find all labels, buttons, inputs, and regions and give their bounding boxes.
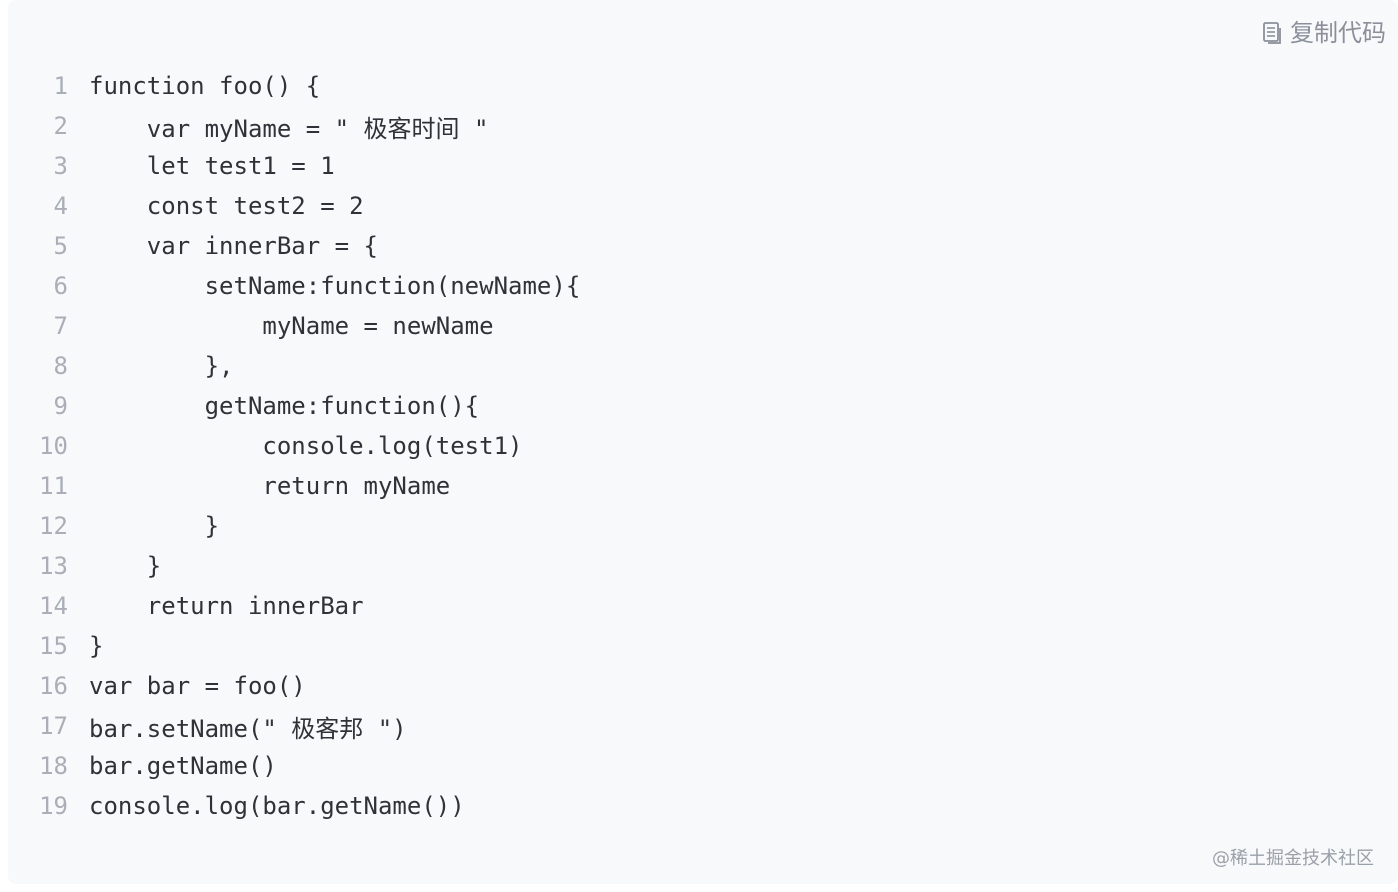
code-line: 2 var myName = " 极客时间 " <box>8 106 1398 146</box>
code-line: 6 setName:function(newName){ <box>8 266 1398 306</box>
line-number: 10 <box>39 432 68 460</box>
code-line: 3 let test1 = 1 <box>8 146 1398 186</box>
line-number: 1 <box>53 72 68 100</box>
code-text: }, <box>89 352 234 380</box>
line-number: 6 <box>53 272 68 300</box>
line-number: 14 <box>39 592 68 620</box>
code-line: 1 function foo() { <box>8 66 1398 106</box>
line-number: 9 <box>53 392 68 420</box>
line-number: 16 <box>39 672 68 700</box>
code-line: 11 return myName <box>8 466 1398 506</box>
code-line: 18 bar.getName() <box>8 746 1398 786</box>
code-text: getName:function(){ <box>89 392 480 420</box>
line-number: 19 <box>39 792 68 820</box>
watermark: @稀土掘金技术社区 <box>1212 848 1374 869</box>
line-number: 15 <box>39 632 68 660</box>
code-text: var innerBar = { <box>89 232 378 260</box>
code-text: var myName = " 极客时间 " <box>89 114 489 143</box>
code-line: 4 const test2 = 2 <box>8 186 1398 226</box>
code-line: 9 getName:function(){ <box>8 386 1398 426</box>
line-number: 7 <box>53 312 68 340</box>
code-text: return myName <box>89 472 451 500</box>
code-text: bar.setName(" 极客邦 ") <box>89 714 407 743</box>
copy-button-label: 复制代码 <box>1290 19 1386 47</box>
line-number: 17 <box>39 712 68 740</box>
code-line: 14 return innerBar <box>8 586 1398 626</box>
line-number: 13 <box>39 552 68 580</box>
code-text: setName:function(newName){ <box>89 272 581 300</box>
code-text: } <box>89 632 104 660</box>
line-number: 11 <box>39 472 68 500</box>
line-number: 4 <box>53 192 68 220</box>
code-text: console.log(test1) <box>89 432 523 460</box>
line-number: 18 <box>39 752 68 780</box>
code-line: 15} <box>8 626 1398 666</box>
code-text: return innerBar <box>89 592 364 620</box>
line-number: 3 <box>53 152 68 180</box>
code-lines: 1 function foo() { 2 var myName = " 极客时间 "… <box>8 66 1398 826</box>
line-number: 2 <box>53 112 68 140</box>
code-line: 19 console.log(bar.getName()) <box>8 786 1398 826</box>
code-line: 13 } <box>8 546 1398 586</box>
code-line: 8 }, <box>8 346 1398 386</box>
code-text: function foo() { <box>89 72 321 100</box>
code-line: 10 console.log(test1) <box>8 426 1398 466</box>
code-line: 5 var innerBar = { <box>8 226 1398 266</box>
code-text: var bar = foo() <box>89 672 306 700</box>
code-text: } <box>89 512 220 540</box>
code-text: let test1 = 1 <box>89 152 335 180</box>
code-text: bar.getName() <box>89 752 277 780</box>
code-line: 7 myName = newName <box>8 306 1398 346</box>
code-line: 17 bar.setName(" 极客邦 ") <box>8 706 1398 746</box>
line-number: 8 <box>53 352 68 380</box>
code-block: 复制代码 1 function foo() { 2 var myName = " 极… <box>8 0 1398 884</box>
copy-code-button[interactable]: 复制代码 <box>1262 17 1386 49</box>
copy-icon <box>1262 21 1284 45</box>
code-text: const test2 = 2 <box>89 192 364 220</box>
line-number: 12 <box>39 512 68 540</box>
code-line: 12 } <box>8 506 1398 546</box>
code-line: 16 var bar = foo() <box>8 666 1398 706</box>
code-text: } <box>89 552 162 580</box>
code-text: myName = newName <box>89 312 494 340</box>
line-number: 5 <box>53 232 68 260</box>
code-text: console.log(bar.getName()) <box>89 792 465 820</box>
